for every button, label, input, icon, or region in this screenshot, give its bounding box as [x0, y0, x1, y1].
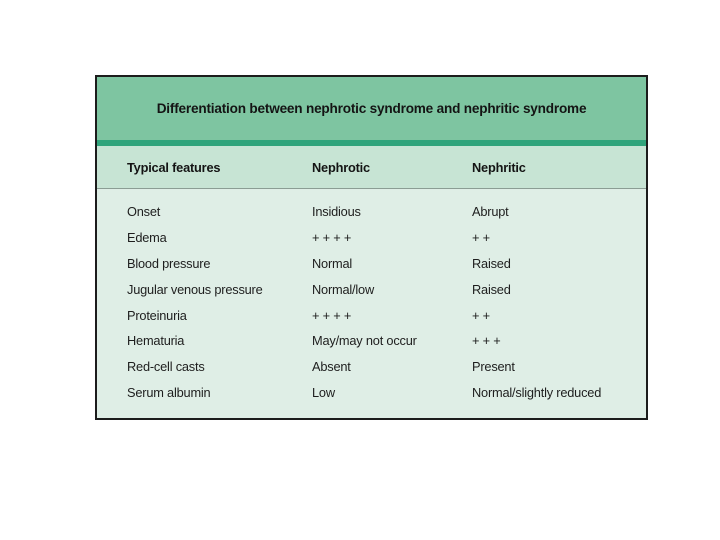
feature-label: Proteinuria: [127, 307, 187, 323]
nephrotic-value: + + + +: [312, 307, 352, 323]
table-row: Edema + + + + + +: [97, 225, 646, 251]
column-header-nephrotic: Nephrotic: [312, 159, 370, 175]
nephritic-value: Present: [472, 359, 515, 375]
nephrotic-value: May/may not occur: [312, 333, 417, 349]
nephritic-value: Raised: [472, 281, 511, 297]
feature-label: Serum albumin: [127, 384, 211, 400]
table-row: Jugular venous pressure Normal/low Raise…: [97, 276, 646, 302]
column-header-nephritic: Nephritic: [472, 159, 526, 175]
table-title: Differentiation between nephrotic syndro…: [156, 100, 587, 116]
nephrotic-value: Low: [312, 384, 335, 400]
column-header-typical-features: Typical features: [127, 159, 221, 175]
nephrotic-value: Absent: [312, 359, 351, 375]
nephritic-value: Abrupt: [472, 204, 509, 220]
comparison-table: Differentiation between nephrotic syndro…: [95, 75, 648, 420]
nephrotic-value: Insidious: [312, 204, 361, 220]
nephrotic-value: Normal: [312, 255, 353, 271]
feature-label: Jugular venous pressure: [127, 281, 263, 297]
feature-label: Blood pressure: [127, 255, 211, 271]
nephritic-value: + + +: [472, 333, 501, 349]
table-row: Proteinuria + + + + + +: [97, 302, 646, 328]
table-column-header: Typical features Nephrotic Nephritic: [97, 146, 646, 189]
table-title-bar: Differentiation between nephrotic syndro…: [97, 77, 646, 140]
title-divider: [97, 140, 646, 146]
table-row: Hematuria May/may not occur + + +: [97, 328, 646, 354]
table-row: Serum albumin Low Normal/slightly reduce…: [97, 380, 646, 406]
nephrotic-value: + + + +: [312, 230, 352, 246]
feature-label: Onset: [127, 204, 161, 220]
table-body: Onset Insidious Abrupt Edema + + + + + +…: [97, 189, 646, 418]
nephrotic-value: Normal/low: [312, 281, 374, 297]
nephritic-value: Raised: [472, 255, 511, 271]
feature-label: Edema: [127, 230, 167, 246]
table-row: Onset Insidious Abrupt: [97, 199, 646, 225]
feature-label: Red-cell casts: [127, 359, 205, 375]
feature-label: Hematuria: [127, 333, 185, 349]
nephritic-value: Normal/slightly reduced: [472, 384, 602, 400]
table-row: Blood pressure Normal Raised: [97, 251, 646, 277]
nephritic-value: + +: [472, 230, 490, 246]
nephritic-value: + +: [472, 307, 490, 323]
table-row: Red-cell casts Absent Present: [97, 354, 646, 380]
